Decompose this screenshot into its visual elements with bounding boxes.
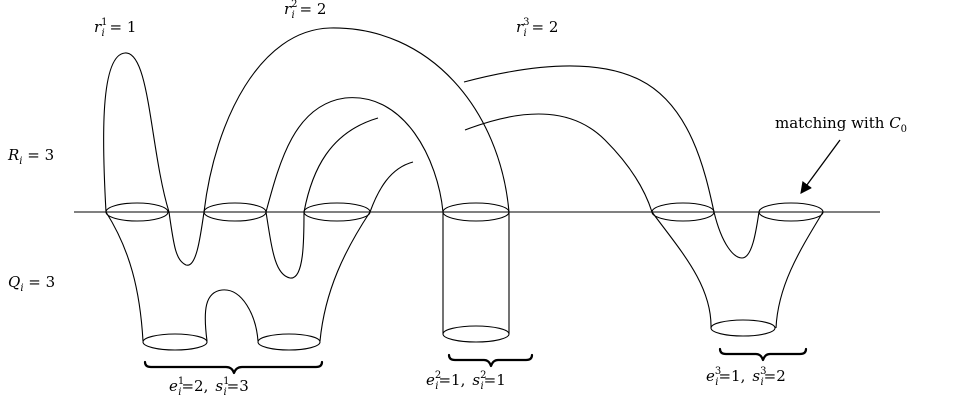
lower-g3-left (651, 211, 712, 329)
boundary-circle-5 (651, 202, 715, 222)
boundary-circle-1 (105, 202, 169, 222)
tube-r2-outer (203, 27, 510, 213)
lower-g3-crotch (713, 211, 760, 259)
lower-g1-right (319, 211, 371, 342)
boundary-circle-3 (303, 202, 371, 222)
label-matching: matching with C0 (775, 114, 907, 135)
tube-r1-outer (103, 52, 170, 213)
bottom-circle-2 (257, 333, 321, 351)
lower-g3-right (775, 211, 824, 329)
bottom-circle-4 (710, 319, 776, 337)
lower-g1-fold2 (265, 211, 305, 279)
matching-arrow (800, 139, 841, 194)
tube-r3-inner (464, 113, 653, 213)
brace-group-3 (718, 347, 808, 362)
lower-g1-crotch (204, 289, 259, 342)
label-Q: Qi = 3 (8, 273, 55, 294)
tube-r3-outer (463, 65, 715, 213)
lower-g1-left (105, 211, 144, 342)
bottom-circle-3 (442, 325, 510, 343)
boundary-circle-6 (758, 202, 824, 222)
label-R: Ri = 3 (7, 146, 54, 167)
brace-group-2 (447, 353, 534, 368)
tube-r2-stub-2 (369, 161, 414, 213)
bottom-circle-1 (142, 333, 208, 351)
tube-r2-inner-left (265, 97, 444, 213)
tube-r2-stub-1 (303, 117, 379, 213)
boundary-circle-2 (203, 202, 267, 222)
boundary-circle-4 (442, 202, 510, 222)
lower-g1-fold1 (168, 211, 205, 266)
brace-group-1 (143, 360, 324, 375)
